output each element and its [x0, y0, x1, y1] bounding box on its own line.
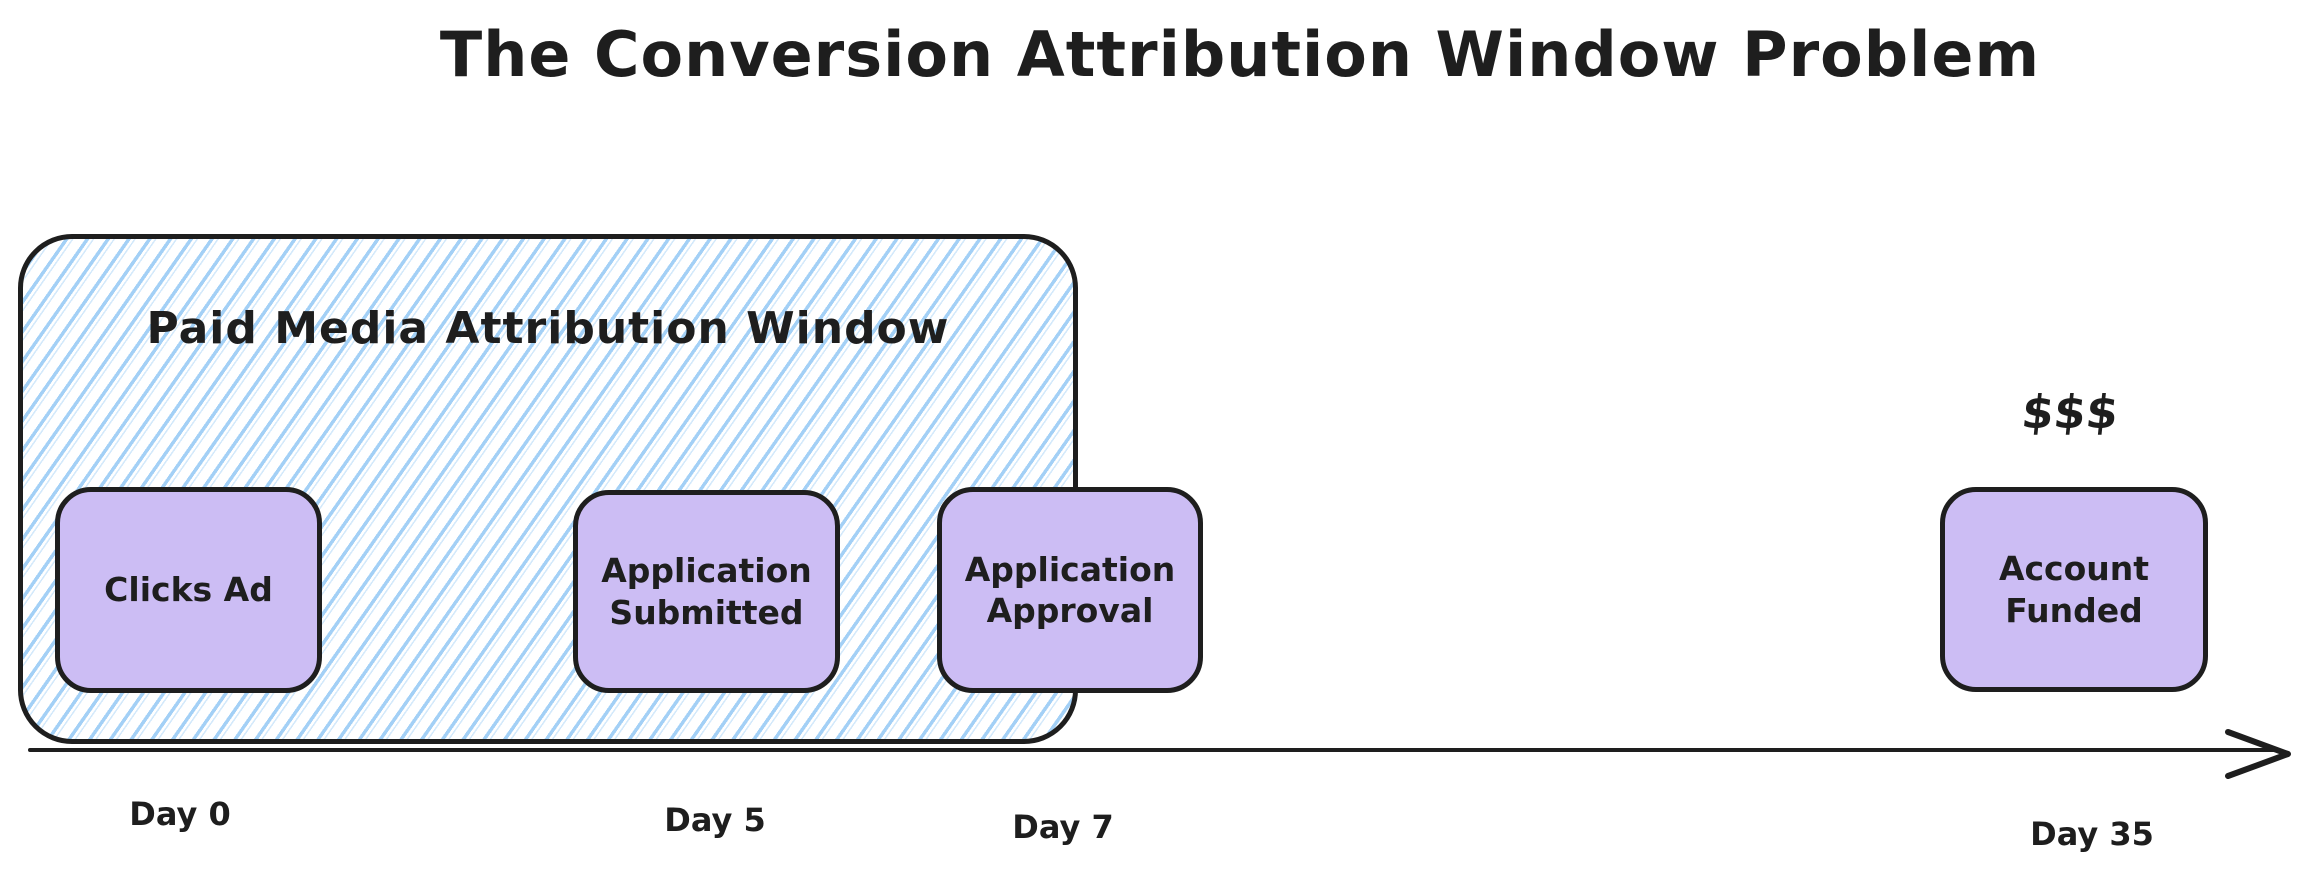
event-label-clicks-ad: Clicks Ad	[104, 570, 273, 610]
event-box-clicks-ad: Clicks Ad	[55, 487, 322, 693]
timeline-axis-line	[28, 748, 2280, 752]
event-box-application-approval: Application Approval	[937, 487, 1203, 693]
event-box-application-submitted: Application Submitted	[573, 490, 840, 693]
money-annotation: $$$	[2019, 385, 2121, 439]
timeline-label-day-5: Day 5	[664, 801, 766, 839]
event-label-account-funded: Account Funded	[1998, 549, 2150, 630]
event-box-account-funded: Account Funded	[1940, 487, 2208, 692]
timeline-arrowhead-icon	[2225, 729, 2291, 779]
timeline-label-day-7: Day 7	[1012, 808, 1114, 846]
timeline-label-day-0: Day 0	[129, 795, 231, 833]
attribution-window-label: Paid Media Attribution Window	[146, 303, 950, 354]
event-label-application-submitted: Application Submitted	[601, 551, 812, 632]
diagram-title: The Conversion Attribution Window Proble…	[439, 18, 2041, 91]
event-label-application-approval: Application Approval	[964, 549, 1176, 630]
timeline-label-day-35: Day 35	[2030, 815, 2154, 853]
